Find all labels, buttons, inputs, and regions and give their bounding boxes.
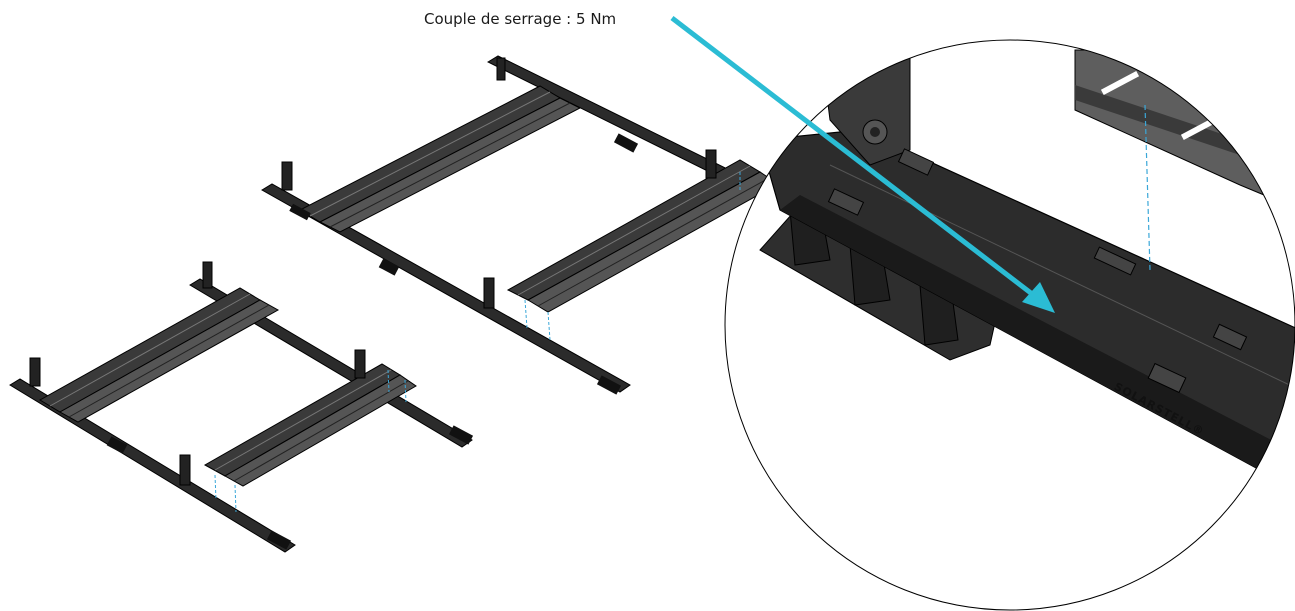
base-rail (9, 378, 296, 553)
detail-magnifier-circle (724, 39, 1295, 611)
torque-callout-label: Couple de serrage : 5 Nm (424, 10, 617, 28)
base-rail (261, 183, 631, 393)
rear-frame-assembly (261, 55, 779, 395)
callout-arrow (670, 16, 1055, 313)
front-frame-assembly (9, 261, 474, 553)
